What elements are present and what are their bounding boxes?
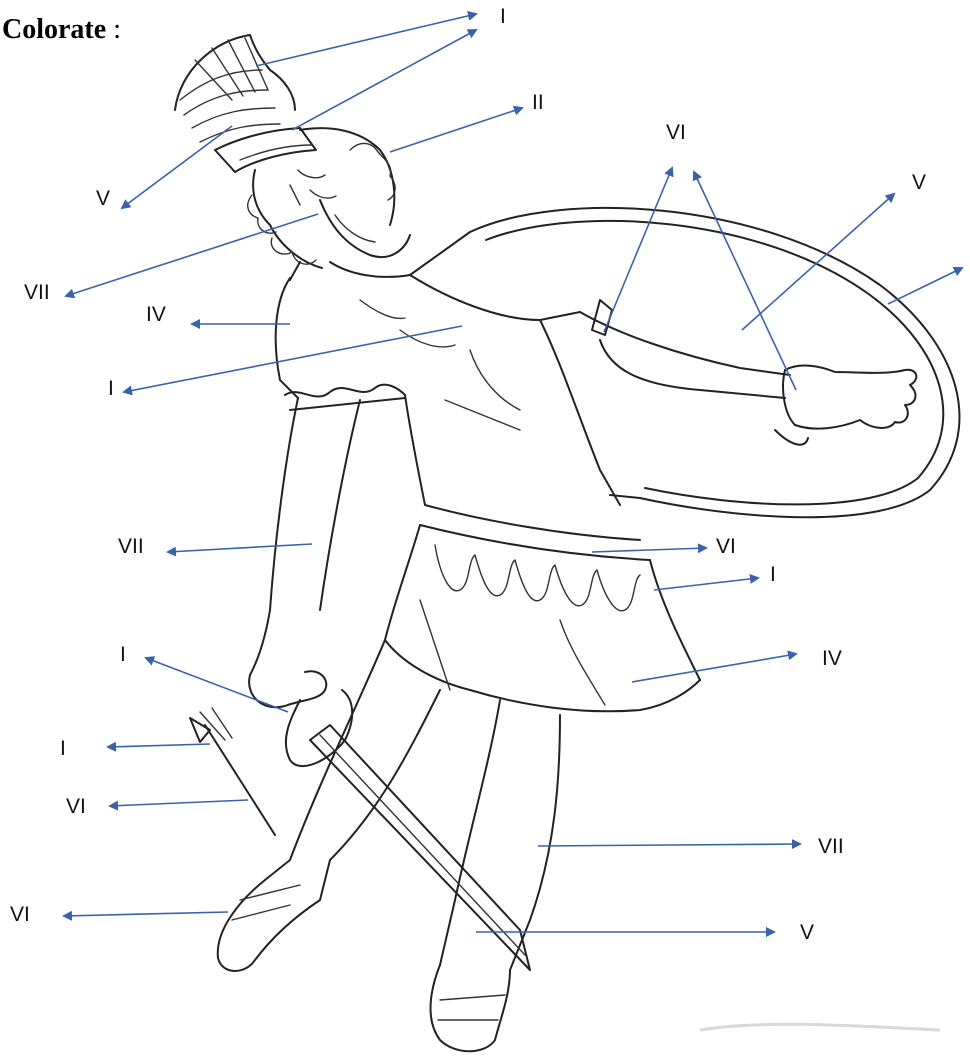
label-shield-inner: V (912, 172, 926, 193)
sandals (218, 860, 510, 1051)
helmet-crest (175, 35, 316, 172)
skirt (385, 525, 700, 711)
label-shoulder: IV (146, 304, 166, 325)
pointer-band-head (390, 108, 522, 152)
pointer-arrowhead (108, 744, 210, 747)
pointer-hand (146, 658, 288, 712)
pointer-chest (124, 326, 462, 392)
pointer-crest-top-1 (256, 14, 476, 66)
pointer-arrowshaft (110, 800, 248, 806)
label-arrow-shaft: VI (66, 796, 86, 817)
pointer-leg (538, 844, 800, 846)
pointer-belt (592, 548, 706, 552)
label-sandal: VI (10, 904, 30, 925)
legs (265, 640, 560, 970)
label-sword-blade: V (800, 922, 814, 943)
torso (276, 232, 620, 505)
pointer-beard (66, 214, 318, 296)
label-skirt-top: I (770, 564, 776, 585)
arrow (190, 708, 275, 835)
label-band-head: II (532, 92, 544, 113)
label-armband-strap: VI (666, 122, 686, 143)
label-beard: VII (24, 282, 50, 303)
label-crest-top: I (500, 6, 506, 27)
pointer-crest-top-2 (292, 30, 476, 130)
pointer-armband (604, 168, 672, 332)
label-leg: VII (818, 836, 844, 857)
label-chest: I (108, 378, 114, 399)
pointer-shield-rim (888, 268, 962, 304)
right-arm (580, 300, 916, 445)
label-pointers (64, 14, 962, 932)
label-hand: I (120, 644, 126, 665)
label-arrow-head: I (60, 738, 66, 759)
pointer-arm-upper (168, 544, 312, 552)
label-arm-upper: VII (118, 536, 144, 557)
label-skirt-low: IV (822, 648, 842, 669)
smudge-mark (700, 1024, 940, 1030)
pointer-wristband (694, 172, 796, 390)
left-arm (249, 398, 360, 707)
label-crest-left: V (96, 188, 110, 209)
pointer-skirt-low (632, 654, 796, 682)
pointer-shield-inner (742, 194, 894, 330)
pointer-skirt-top (654, 578, 758, 590)
pointer-sandal (64, 912, 228, 916)
label-belt: VI (716, 536, 736, 557)
pointer-crest-left (122, 126, 232, 208)
